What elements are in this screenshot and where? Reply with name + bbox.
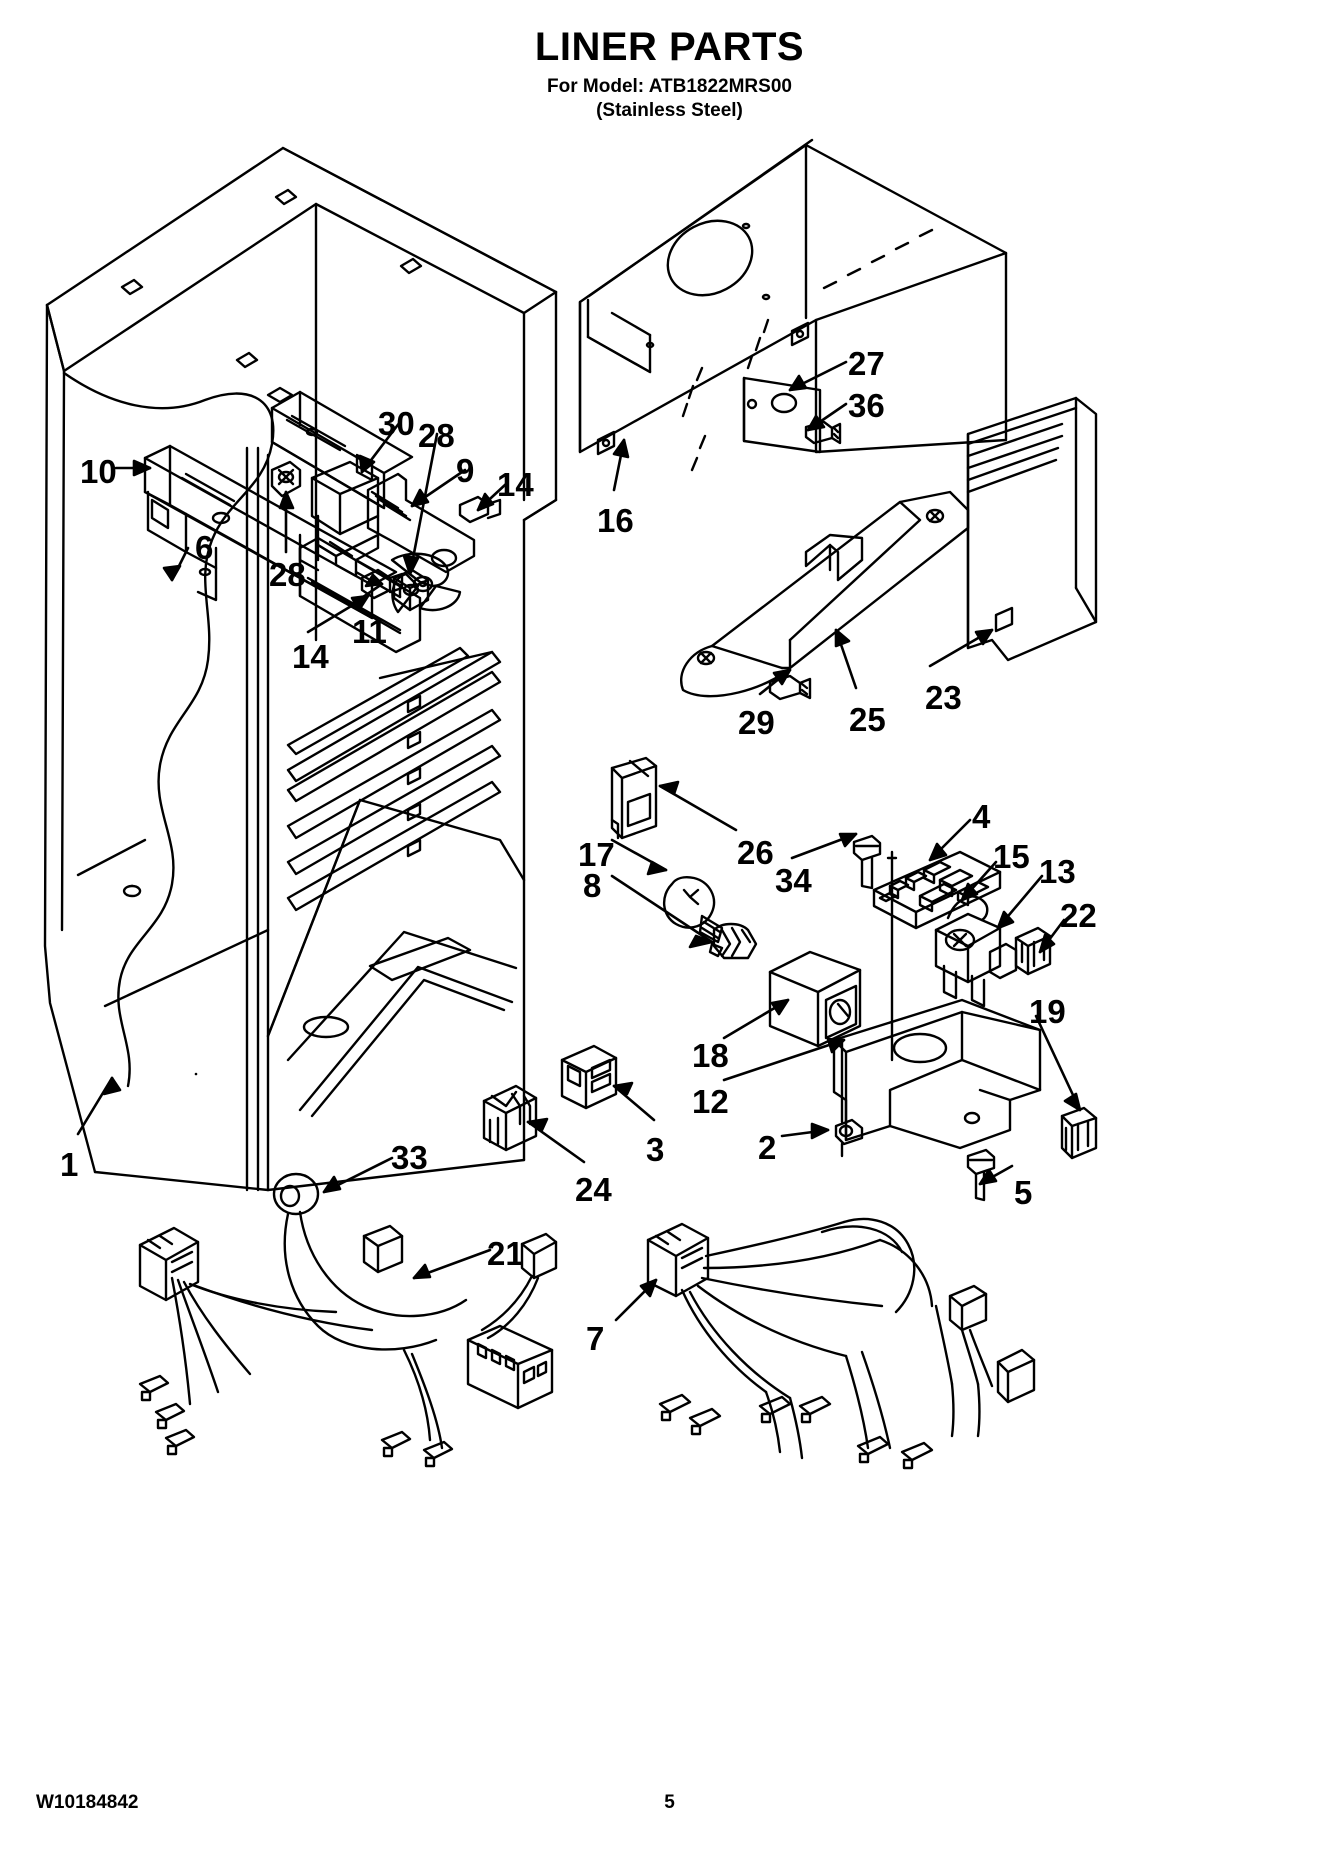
defrost-thermostat-13 xyxy=(934,895,1052,1008)
callout-12: 12 xyxy=(692,1083,729,1120)
callout-6: 6 xyxy=(195,529,214,566)
callout-11: 11 xyxy=(352,613,387,650)
callout-19: 19 xyxy=(1029,993,1066,1030)
callout-8: 8 xyxy=(583,867,602,904)
drain-trough-12 xyxy=(832,998,1098,1202)
callout-25: 25 xyxy=(849,701,886,738)
finish-line: (Stainless Steel) xyxy=(596,99,743,121)
document-code: W10184842 xyxy=(36,1792,139,1813)
callout-2: 2 xyxy=(758,1129,777,1166)
callout-13: 13 xyxy=(1039,853,1076,890)
lamp-socket-8 xyxy=(712,922,758,960)
callout-1: 1 xyxy=(60,1146,79,1183)
page-number: 5 xyxy=(664,1792,675,1813)
callout-24: 24 xyxy=(575,1171,612,1208)
light-bulb-17 xyxy=(663,876,724,958)
callout-27: 27 xyxy=(848,345,885,382)
callout-26: 26 xyxy=(737,834,774,871)
callout-5: 5 xyxy=(1014,1174,1033,1211)
wire-harness-21 xyxy=(138,1172,558,1468)
callout-28-lower: 28 xyxy=(269,556,306,593)
callout-34: 34 xyxy=(775,862,812,899)
connector-block-3 xyxy=(560,1044,618,1110)
callout-7: 7 xyxy=(586,1320,605,1357)
callout-17: 17 xyxy=(578,836,615,873)
callout-22: 22 xyxy=(1060,897,1097,934)
thermostat-housing-18 xyxy=(768,950,862,1048)
callout-15: 15 xyxy=(993,838,1030,875)
callout-33: 33 xyxy=(391,1139,428,1176)
callout-9: 9 xyxy=(456,452,475,489)
callout-28-upper: 28 xyxy=(418,417,455,454)
callout-14-lower: 14 xyxy=(292,638,329,675)
callout-10: 10 xyxy=(80,453,117,490)
air-duct-cover-23 xyxy=(966,396,1098,662)
callout-18: 18 xyxy=(692,1037,729,1074)
callout-36: 36 xyxy=(848,387,885,424)
cabinet-liner-body xyxy=(43,146,558,1192)
callout-29: 29 xyxy=(738,704,775,741)
model-line: For Model: ATB1822MRS00 xyxy=(547,76,792,97)
callout-14-upper: 14 xyxy=(497,466,534,503)
callout-23: 23 xyxy=(925,679,962,716)
bimetal-clip-24 xyxy=(482,1084,538,1152)
page-title: LINER PARTS xyxy=(534,25,805,69)
control-board-4 xyxy=(852,834,1002,1062)
air-duct-25 xyxy=(680,490,970,701)
wire-harness-7 xyxy=(646,1217,1036,1470)
callout-4: 4 xyxy=(972,798,991,835)
callout-leader-lines xyxy=(76,360,1082,1322)
back-panel-16 xyxy=(578,138,1008,472)
evaporator-fan-assembly xyxy=(270,460,502,654)
callout-30: 30 xyxy=(378,405,415,442)
page-header: LINER PARTS For Model: ATB1822MRS00 (Sta… xyxy=(0,26,1339,123)
callout-16: 16 xyxy=(597,502,634,539)
light-socket-26 xyxy=(610,756,658,840)
callout-21: 21 xyxy=(487,1235,524,1272)
callout-3: 3 xyxy=(646,1131,665,1168)
